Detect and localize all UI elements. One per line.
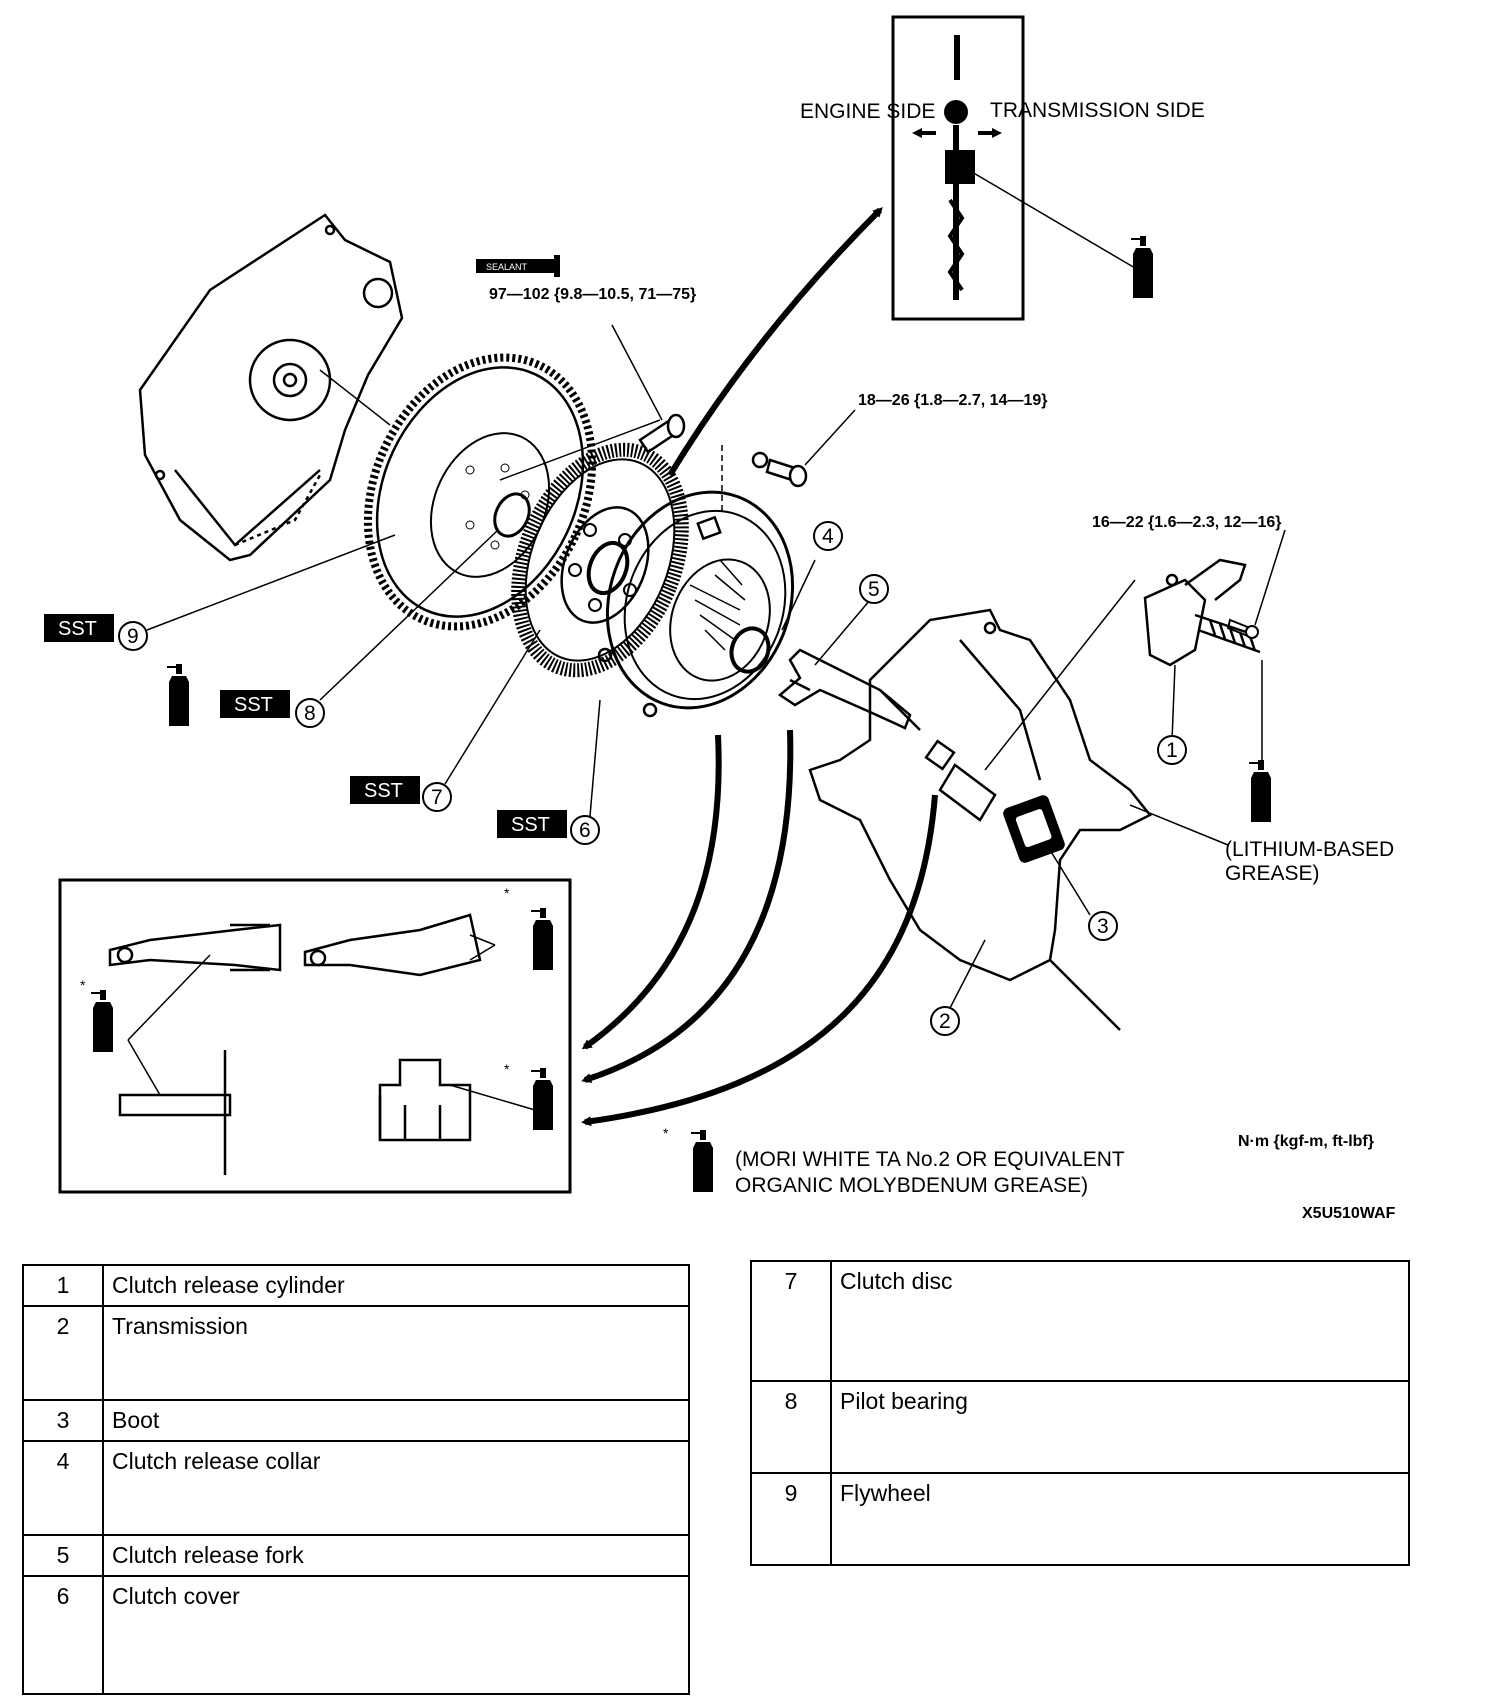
star-mark: * [504, 1061, 510, 1077]
part-number: 8 [750, 1380, 832, 1474]
units-label: N·m {kgf-m, ft-lbf} [1238, 1133, 1374, 1150]
transmission [808, 608, 1152, 1031]
sst-label: SST [511, 814, 550, 836]
grease-can-icon [1248, 760, 1272, 823]
torque-flywheel: 97—102 {9.8—10.5, 71—75} [489, 286, 696, 303]
star-mark: * [663, 1125, 669, 1141]
bearing-direction-inset [891, 15, 1136, 321]
grease-can-icon [530, 1068, 554, 1131]
callout-number: 9 [127, 625, 139, 648]
callout-number: 8 [304, 702, 316, 725]
arrow-grease-1 [581, 734, 722, 1050]
callout-5: 5 [859, 574, 889, 604]
arrow-to-inset [667, 207, 883, 477]
part-number: 3 [22, 1399, 104, 1442]
grease-can-icon [90, 990, 114, 1053]
part-name: Transmission [102, 1305, 690, 1401]
sst-label: SST [364, 780, 403, 802]
part-number: 5 [22, 1534, 104, 1577]
engine-rear-plate [138, 213, 404, 562]
transmission-side-label: TRANSMISSION SIDE [990, 99, 1205, 122]
clutch-exploded-diagram: ENGINE SIDE TRANSMISSION SIDE SEALANT [44, 15, 1396, 1222]
callout-1: 1 [1157, 735, 1187, 765]
grease-can-icon [530, 908, 554, 971]
callout-number: 2 [939, 1010, 951, 1033]
sst-label: SST [58, 618, 97, 640]
arrow-grease-2 [581, 729, 794, 1083]
callout-3: 3 [1088, 911, 1118, 941]
part-number: 9 [750, 1472, 832, 1566]
sst-label: SST [234, 694, 273, 716]
callout-number: 5 [868, 578, 880, 601]
torque-cover: 18—26 {1.8—2.7, 14—19} [858, 392, 1047, 409]
part-name: Clutch release fork [102, 1534, 690, 1577]
star-mark: * [80, 977, 86, 993]
callout-2: 2 [930, 1006, 960, 1036]
mori-grease-1: (MORI WHITE TA No.2 OR EQUIVALENT [735, 1148, 1125, 1171]
table-row: 1 Clutch release cylinder [22, 1264, 690, 1307]
table-row: 4 Clutch release collar [22, 1440, 690, 1536]
release-cylinder [1143, 558, 1261, 667]
torque-cylinder: 16—22 {1.6—2.3, 12—16} [1092, 514, 1281, 531]
cover-bolt [751, 451, 808, 488]
boot [1003, 795, 1065, 863]
callout-9: 9 [118, 621, 148, 651]
sst-9: SST [44, 614, 114, 642]
part-number: 2 [22, 1305, 104, 1401]
mori-grease-2: ORGANIC MOLYBDENUM GREASE) [735, 1174, 1088, 1197]
pushrod [924, 739, 997, 822]
grease-can-icon [1130, 236, 1154, 299]
sst-8: SST [220, 690, 290, 718]
table-row: 2 Transmission [22, 1305, 690, 1401]
part-name: Pilot bearing [830, 1380, 1410, 1474]
lithium-grease-1: (LITHIUM-BASED [1225, 838, 1394, 861]
table-row: 9 Flywheel [750, 1472, 1410, 1566]
clutch-cover [597, 490, 795, 718]
table-row: 3 Boot [22, 1399, 690, 1442]
part-name: Clutch disc [830, 1260, 1410, 1382]
star-mark: * [504, 885, 510, 901]
table-row: 6 Clutch cover [22, 1575, 690, 1695]
callout-8: 8 [295, 698, 325, 728]
grease-points-inset [58, 878, 572, 1194]
part-number: 7 [750, 1260, 832, 1382]
part-number: 4 [22, 1440, 104, 1536]
callout-number: 4 [822, 525, 834, 548]
part-number: 6 [22, 1575, 104, 1695]
part-name: Flywheel [830, 1472, 1410, 1566]
table-row: 7 Clutch disc [750, 1260, 1410, 1382]
callout-number: 1 [1166, 739, 1178, 762]
parts-table-left: 1 Clutch release cylinder 2 Transmission… [22, 1264, 690, 1695]
parts-table-right: 7 Clutch disc 8 Pilot bearing 9 Flywheel [750, 1260, 1410, 1566]
grease-can-icon [166, 664, 190, 727]
engine-side-label: ENGINE SIDE [800, 100, 935, 123]
table-row: 8 Pilot bearing [750, 1380, 1410, 1474]
sealant-tube: SEALANT [476, 255, 560, 277]
figure-code: X5U510WAF [1302, 1205, 1396, 1222]
callout-number: 7 [431, 786, 443, 809]
part-name: Clutch cover [102, 1575, 690, 1695]
sst-6: SST [497, 810, 567, 838]
part-name: Clutch release cylinder [102, 1264, 690, 1307]
clutch-disc [511, 442, 689, 678]
callout-7: 7 [422, 782, 452, 812]
grease-can-icon [690, 1130, 714, 1193]
callout-6: 6 [570, 815, 600, 845]
arrow-grease-3 [581, 794, 938, 1127]
flywheel-bolt [638, 413, 686, 454]
flywheel [363, 353, 597, 631]
callout-number: 6 [579, 819, 591, 842]
release-fork [777, 648, 912, 730]
part-number: 1 [22, 1264, 104, 1307]
lithium-grease-2: GREASE) [1225, 862, 1320, 885]
callout-number: 3 [1097, 915, 1109, 938]
part-name: Clutch release collar [102, 1440, 690, 1536]
callout-4: 4 [813, 521, 843, 551]
table-row: 5 Clutch release fork [22, 1534, 690, 1577]
sst-7: SST [350, 776, 420, 804]
cylinder-bolt [1226, 618, 1259, 639]
sealant-label: SEALANT [486, 262, 528, 272]
part-name: Boot [102, 1399, 690, 1442]
